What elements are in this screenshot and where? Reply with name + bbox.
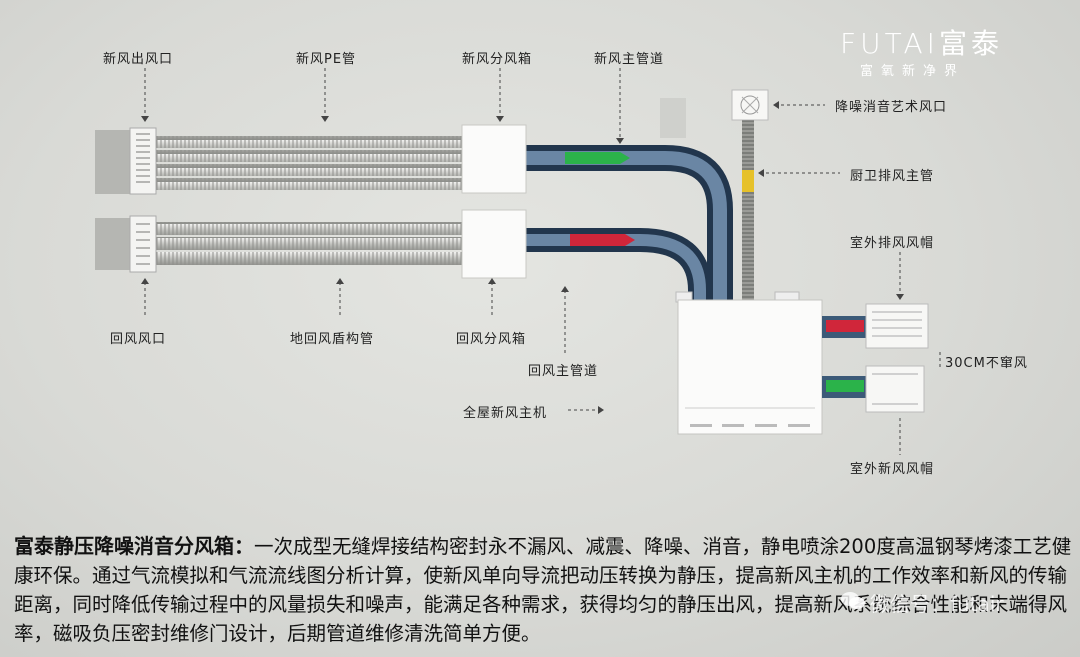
silent-art-vent bbox=[732, 90, 768, 120]
label-gap-note: 30CM不窜风 bbox=[945, 352, 1028, 371]
wechat-icon bbox=[840, 590, 866, 612]
fresh-pe-pipes bbox=[155, 136, 465, 190]
label-fresh-distribution-box: 新风分风箱 bbox=[462, 48, 532, 67]
return-distribution-box bbox=[462, 210, 526, 278]
kitchen-exhaust-pipe bbox=[742, 118, 754, 308]
outdoor-fresh-connection bbox=[822, 366, 924, 412]
watermark-text: 微信号：futair bbox=[870, 588, 1004, 617]
label-fresh-pe-pipe: 新风PE管 bbox=[296, 48, 356, 67]
label-fresh-air-outlet: 新风出风口 bbox=[103, 48, 173, 67]
return-main-duct bbox=[525, 234, 700, 305]
label-return-distribution-box: 回风分风箱 bbox=[456, 328, 526, 347]
label-kitchen-exhaust-main: 厨卫排风主管 bbox=[850, 165, 934, 184]
label-fresh-main-duct: 新风主管道 bbox=[594, 48, 664, 67]
brand-logo: FUTAI富泰 bbox=[840, 22, 1003, 62]
label-outdoor-exhaust-hood: 室外排风风帽 bbox=[850, 232, 934, 251]
floor-return-pipes bbox=[155, 222, 465, 265]
label-floor-return-pipe: 地回风盾构管 bbox=[290, 328, 374, 347]
brand-tagline: 富氧新净界 bbox=[860, 60, 965, 79]
description-title: 富泰静压降噪消音分风箱： bbox=[14, 534, 254, 558]
label-return-air-inlet: 回风风口 bbox=[110, 328, 166, 347]
return-air-inlet-vent bbox=[95, 216, 156, 272]
whole-house-unit bbox=[676, 292, 822, 434]
label-silent-art-vent: 降噪消音艺术风口 bbox=[835, 96, 947, 115]
label-return-main-duct: 回风主管道 bbox=[528, 360, 598, 379]
label-outdoor-fresh-hood: 室外新风风帽 bbox=[850, 458, 934, 477]
fresh-distribution-box bbox=[462, 125, 526, 193]
outdoor-exhaust-connection bbox=[822, 304, 928, 348]
label-whole-house-unit: 全屋新风主机 bbox=[463, 402, 547, 421]
fresh-air-outlet-vent bbox=[95, 128, 156, 194]
